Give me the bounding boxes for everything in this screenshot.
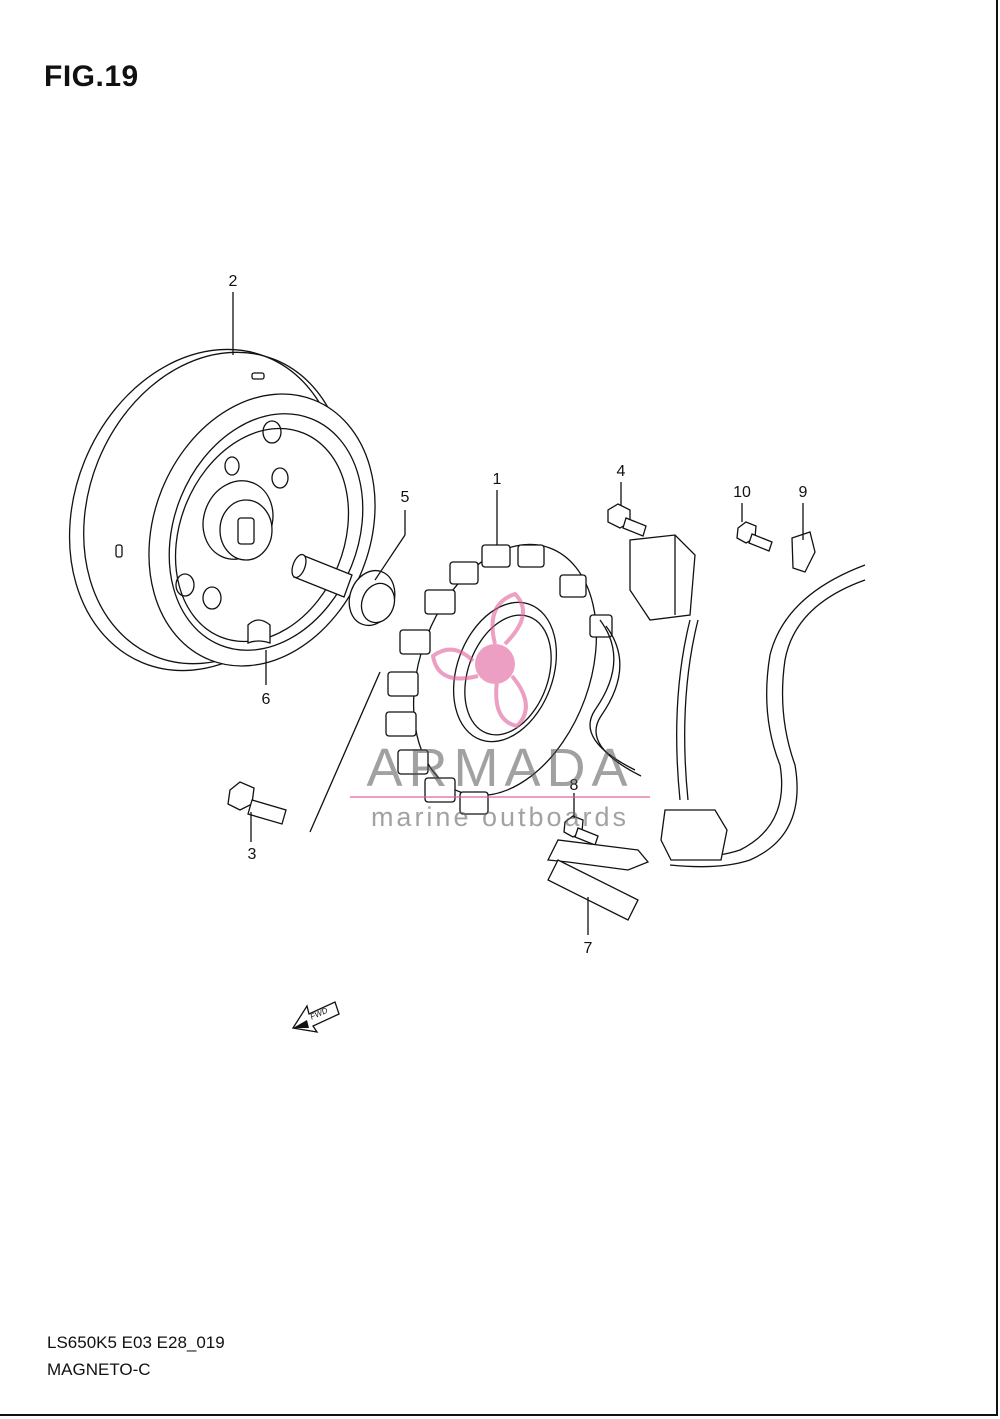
callout-3: 3 [248, 846, 257, 863]
callout-6: 6 [262, 691, 271, 708]
pulser-coil-drawing [607, 503, 699, 801]
watermark-tagline: marine outboards [371, 802, 629, 832]
callout-2: 2 [229, 273, 238, 290]
watermark-brand: ARMADA [366, 738, 633, 798]
armada-watermark: ARMADA marine outboards [350, 591, 650, 832]
model-code: LS650K5 E03 E28_019 [47, 1333, 225, 1352]
callout-1: 1 [493, 471, 502, 488]
callout-9: 9 [799, 484, 808, 501]
propeller-logo-icon [430, 591, 528, 729]
leader-lines [232, 292, 804, 935]
callout-7: 7 [584, 940, 593, 957]
upper-clamp-drawing [736, 521, 816, 573]
figure-title: FIG.19 [44, 60, 139, 93]
rotor-bolt-drawing [291, 553, 396, 627]
stator-bolt-drawing [227, 781, 287, 825]
fwd-arrow: FWD [291, 1001, 340, 1033]
key-drawing [247, 619, 271, 644]
lower-clamp-drawing [546, 815, 650, 921]
rotor-drawing [68, 348, 376, 672]
callout-5: 5 [401, 489, 410, 506]
callout-8: 8 [570, 777, 579, 794]
wire-harness-drawing [660, 564, 866, 868]
section-name: MAGNETO-C [47, 1360, 151, 1379]
callout-4: 4 [617, 463, 626, 480]
callout-10: 10 [733, 484, 751, 501]
